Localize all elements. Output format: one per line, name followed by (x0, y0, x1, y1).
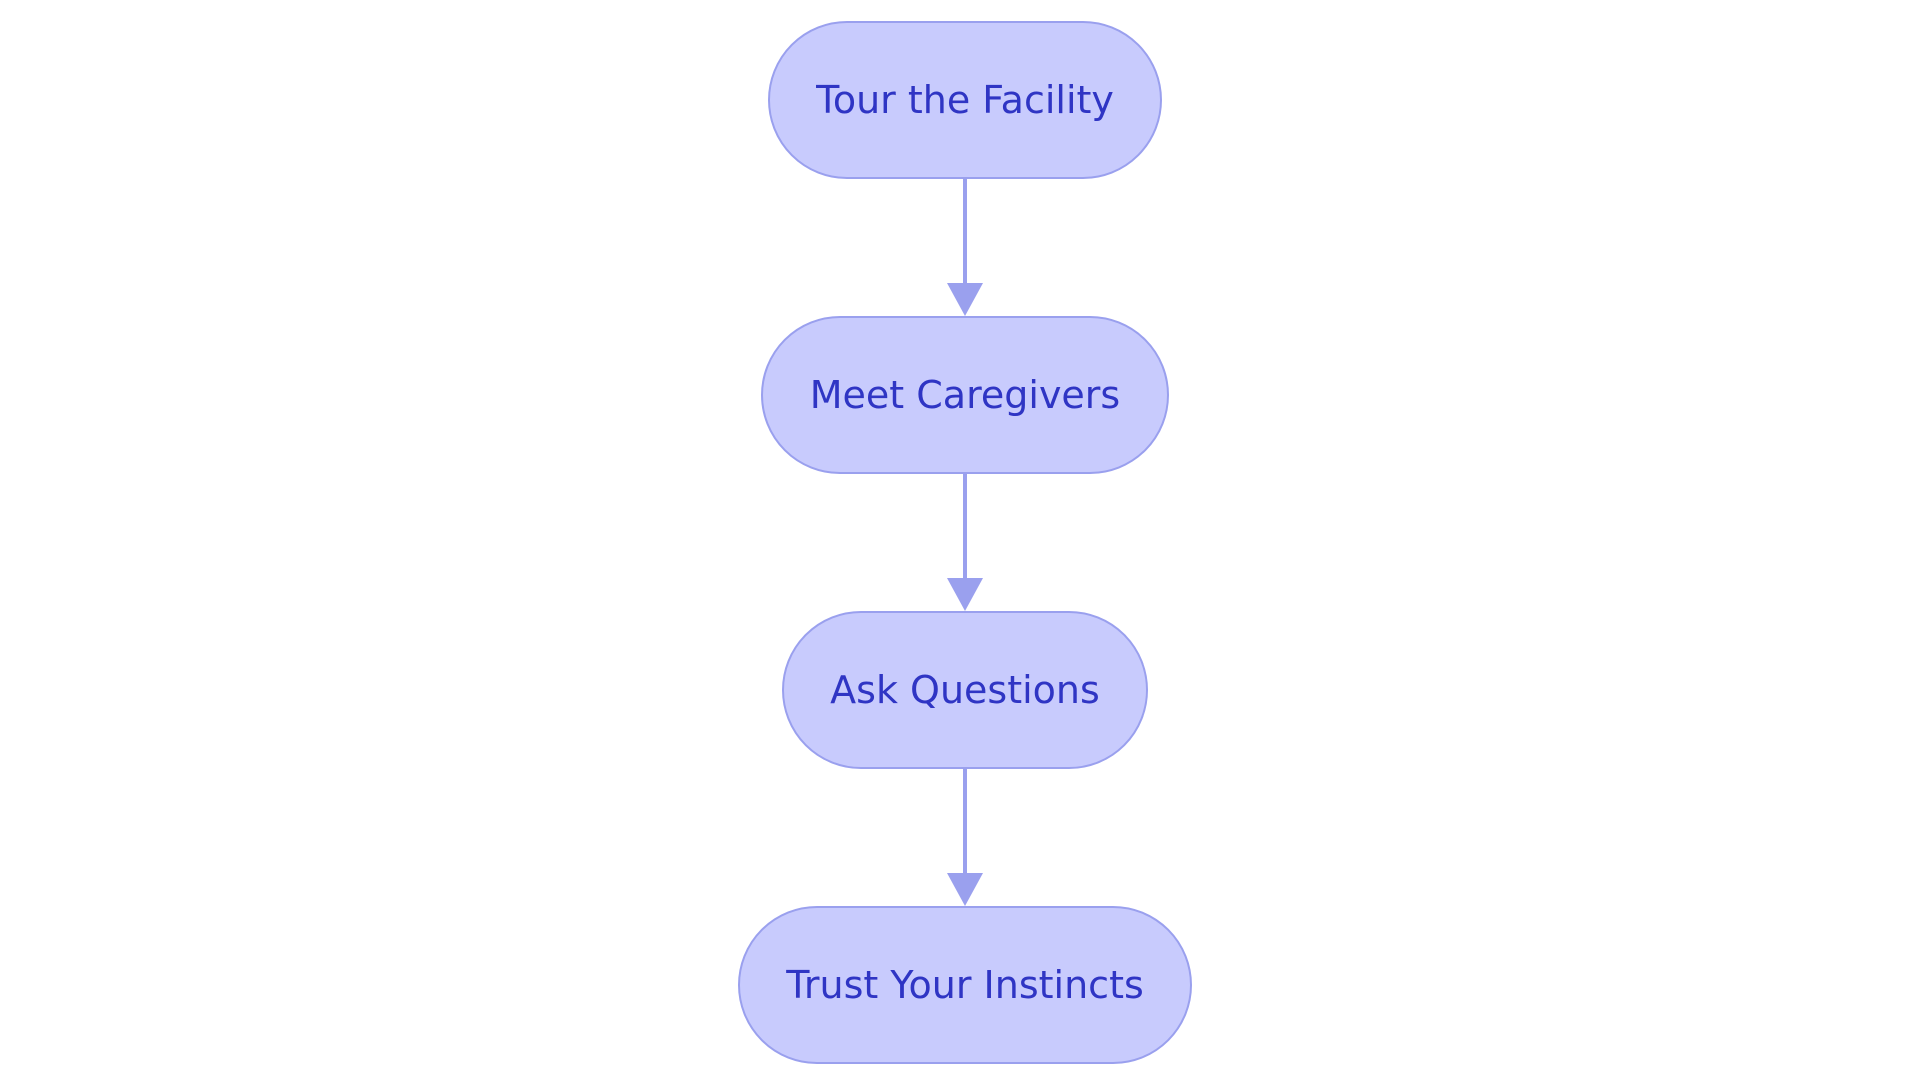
node-tour-the-facility: Tour the Facility (768, 21, 1162, 179)
node-label-ask: Ask Questions (830, 668, 1100, 712)
node-label-trust: Trust Your Instincts (785, 963, 1144, 1007)
edge-ask-to-trust (947, 768, 983, 906)
node-ask-questions: Ask Questions (782, 611, 1148, 769)
edge-meet-to-ask (947, 473, 983, 611)
node-trust-your-instincts: Trust Your Instincts (738, 906, 1192, 1064)
node-label-tour: Tour the Facility (815, 78, 1114, 122)
node-meet-caregivers: Meet Caregivers (761, 316, 1169, 474)
node-label-meet: Meet Caregivers (810, 373, 1120, 417)
edge-tour-to-meet (947, 178, 983, 316)
